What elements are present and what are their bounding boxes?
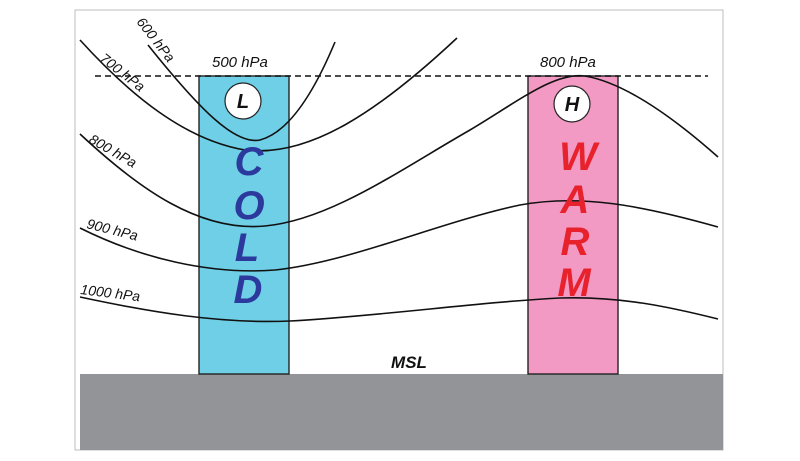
high-pressure-badge: H	[553, 85, 591, 123]
cold-letter-1: C	[235, 140, 265, 184]
low-pressure-badge: L	[224, 82, 262, 120]
isobar-800-line	[79, 74, 719, 228]
cold-letter-3: L	[235, 226, 259, 270]
msl-label: MSL	[391, 353, 427, 372]
isobar-700-line	[79, 37, 458, 152]
warm-letter-1: W	[559, 135, 600, 179]
level-500-label: 500 hPa	[212, 54, 268, 71]
warm-letter-4: M	[557, 261, 592, 305]
level-800-label: 800 hPa	[540, 54, 596, 71]
ground-surface	[80, 374, 723, 450]
cold-letter-4: D	[234, 268, 263, 312]
warm-letter-3: R	[561, 220, 590, 264]
cold-letter-2: O	[233, 184, 264, 228]
isobar-1000-line	[79, 296, 719, 323]
warm-letter-2: A	[560, 178, 590, 222]
high-pressure-letter: H	[565, 94, 580, 116]
isobar-900-line	[79, 199, 719, 272]
isobar-1000-label: 1000 hPa	[80, 281, 142, 304]
low-pressure-letter: L	[237, 91, 249, 113]
isobar-600-line	[147, 41, 336, 142]
